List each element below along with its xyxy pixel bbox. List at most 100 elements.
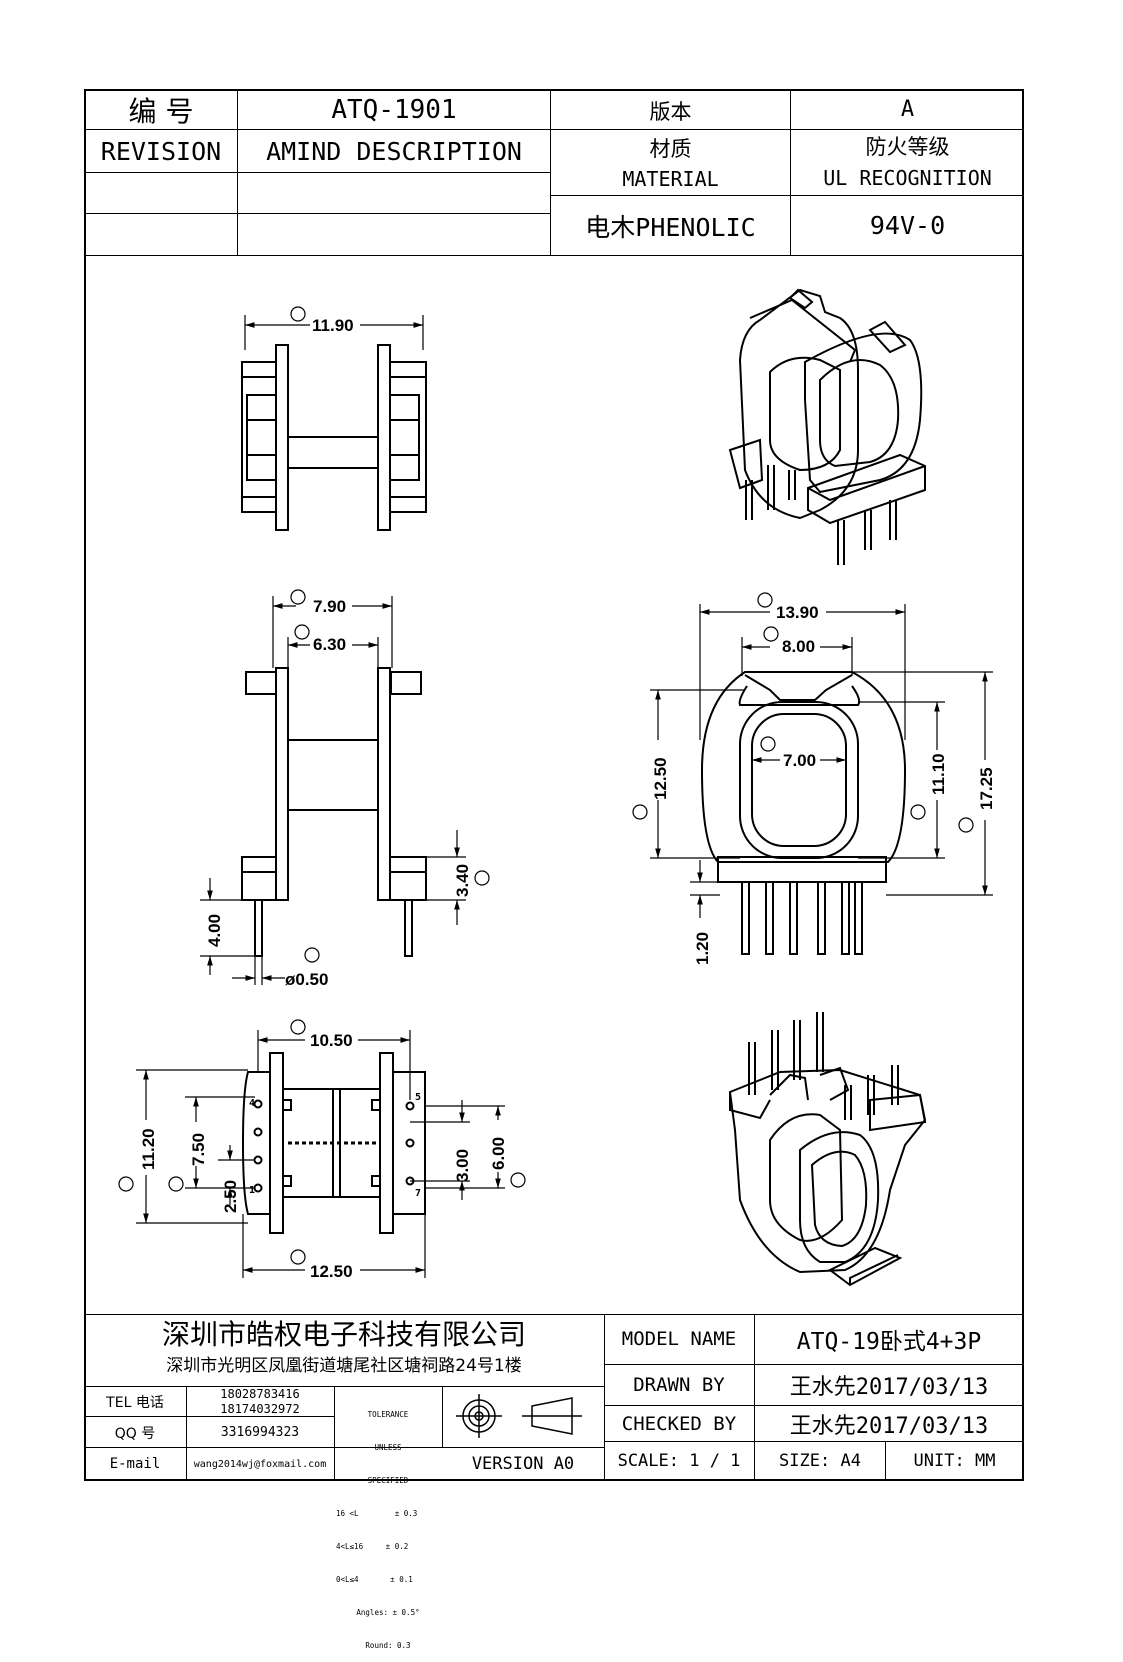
dim-r-label: 3.00 (453, 1149, 472, 1182)
dim-c (287, 624, 379, 668)
side-view (241, 667, 427, 957)
tolerance-line-3: SPECIFIED (367, 1476, 409, 1485)
dim-j (632, 689, 745, 859)
amind-label: AMIND DESCRIPTION (266, 137, 522, 166)
dim-o-label: 11.20 (139, 1128, 158, 1170)
dim-o (118, 1069, 248, 1224)
top-view (241, 344, 427, 531)
tel-value-1: 18028783416 (220, 1386, 300, 1401)
footer-rule (186, 1386, 187, 1481)
dim-p-label: 7.50 (189, 1133, 208, 1166)
front-view (700, 671, 907, 955)
header-rule (550, 195, 1024, 196)
size-label: SIZE: A4 (779, 1451, 861, 1471)
dim-f-label: ø0.50 (285, 970, 328, 989)
dim-i-label: 7.00 (783, 751, 816, 770)
dim-s (425, 1105, 526, 1189)
footer-rule (84, 1386, 604, 1387)
header-rule (237, 89, 238, 255)
dim-t-label: 12.50 (310, 1262, 353, 1281)
dim-c-label: 6.30 (313, 635, 346, 654)
tolerance-line-2: UNLESS (374, 1443, 402, 1452)
tolerance-line-7: Angles: ± 0.5° (356, 1608, 420, 1617)
material-cn-label: 材质 (649, 137, 692, 161)
footer-rule (334, 1386, 335, 1481)
tolerance-block: TOLERANCE UNLESS SPECIFIED 16 <L ± 0.3 4… (336, 1387, 440, 1650)
number-value: ATQ-1901 (331, 94, 457, 125)
dim-s-label: 6.00 (489, 1137, 508, 1170)
footer-rule (84, 1447, 604, 1448)
material-value: 电木PHENOLIC (585, 212, 756, 242)
dim-r (410, 1100, 470, 1200)
dim-q (218, 1145, 255, 1205)
dim-e-label: 4.00 (205, 914, 224, 947)
header-rule (550, 89, 551, 255)
number-label: 编 号 (128, 94, 194, 128)
email-value: wang2014wj@foxmail.com (193, 1458, 327, 1470)
dim-l (852, 671, 993, 896)
dim-d (426, 830, 490, 925)
isometric-view-top (728, 288, 926, 565)
tolerance-line-6: 0<L≤4 ± 0.1 (336, 1575, 413, 1584)
pin-4-label: 4 (249, 1098, 255, 1109)
footer-rule (604, 1364, 1024, 1365)
dim-m (690, 860, 742, 918)
tel-value-2: 18174032972 (220, 1401, 300, 1416)
header-rule (84, 172, 550, 173)
pin-view (241, 1052, 426, 1234)
version-label: 版本 (649, 99, 692, 124)
pin-5-label: 5 (415, 1092, 421, 1103)
model-label: MODEL NAME (621, 1328, 737, 1350)
model-value: ATQ-19卧式4+3P (796, 1329, 982, 1355)
dim-p (168, 1096, 255, 1192)
unit-label: UNIT: MM (913, 1451, 996, 1471)
company-address: 深圳市光明区凤凰街道塘尾社区塘祠路24号1楼 (166, 1355, 522, 1376)
qq-value: 3316994323 (220, 1425, 300, 1440)
ul-en-label: UL RECOGNITION (823, 166, 992, 190)
header-rule (790, 89, 791, 255)
email-label: E-mail (109, 1456, 161, 1472)
drawn-label: DRAWN BY (633, 1374, 725, 1396)
ul-cn-label: 防火等级 (865, 135, 950, 159)
drawn-value: 王水先2017/03/13 (789, 1375, 989, 1400)
projection-symbol-icon (456, 1394, 582, 1438)
dim-i (752, 736, 846, 763)
tolerance-line-8: Round: 0.3 (365, 1641, 411, 1650)
dim-k (858, 701, 945, 859)
pin-1-label: 1 (249, 1185, 255, 1196)
dim-t (242, 1214, 426, 1278)
company-name: 深圳市皓权电子科技有限公司 (161, 1318, 526, 1351)
material-en-label: MATERIAL (622, 167, 719, 191)
footer-rule (604, 1441, 1024, 1442)
dim-a (244, 306, 424, 350)
dim-e (200, 878, 255, 975)
checked-label: CHECKED BY (621, 1412, 737, 1435)
footer-rule (84, 1416, 334, 1417)
dim-m-label: 1.20 (693, 932, 712, 965)
header-rule (84, 213, 550, 214)
isometric-view-bottom (728, 1012, 927, 1287)
dim-q-label: 2.50 (221, 1180, 240, 1213)
tel-label: TEL 电话 (106, 1395, 164, 1411)
dim-h-label: 8.00 (782, 637, 815, 656)
dim-h (741, 626, 853, 676)
revision-label: REVISION (100, 137, 222, 166)
header-rule (84, 129, 1024, 130)
dim-n (257, 1019, 411, 1100)
dim-g-label: 13.90 (776, 603, 819, 622)
footer-rule (604, 1314, 605, 1481)
dim-d-label: 3.40 (453, 864, 472, 897)
dim-l-label: 17.25 (977, 767, 996, 810)
scale-label: SCALE: 1 / 1 (617, 1451, 741, 1471)
dim-b-label: 7.90 (313, 597, 346, 616)
header-rule (84, 255, 1024, 256)
version-footer: VERSION A0 (471, 1454, 575, 1474)
dim-k-label: 11.10 (929, 753, 948, 795)
dim-f (232, 947, 320, 985)
tolerance-line-1: TOLERANCE (367, 1410, 409, 1419)
tolerance-line-5: 4<L≤16 ± 0.2 (336, 1542, 409, 1551)
tolerance-line-4: 16 <L ± 0.3 (336, 1509, 418, 1518)
drawing-frame (84, 89, 1024, 1481)
footer-rule (604, 1405, 1024, 1406)
qq-label: QQ 号 (114, 1425, 156, 1442)
